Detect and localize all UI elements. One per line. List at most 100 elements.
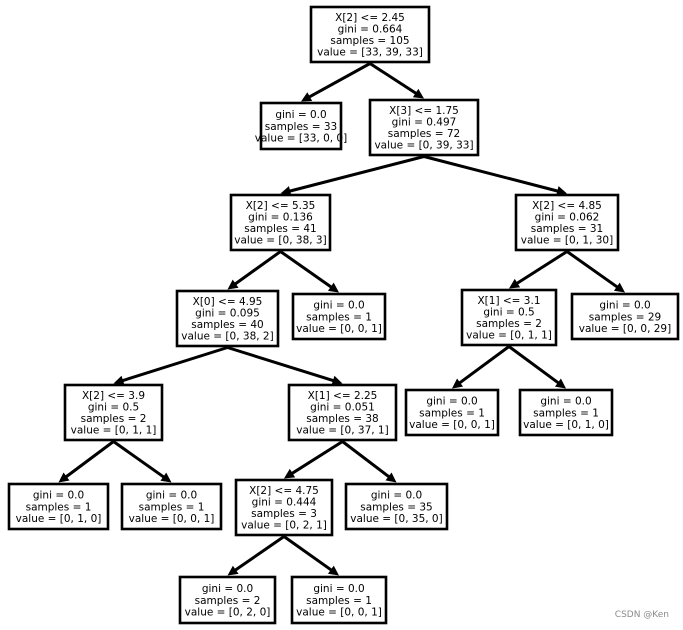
tree-edge — [458, 345, 510, 385]
node-text-line: X[2] <= 2.45 — [335, 12, 405, 24]
node-box — [120, 482, 223, 531]
node-box — [368, 98, 480, 157]
node-text-line: value = [0, 0, 1] — [296, 606, 382, 618]
arrowhead-icon — [301, 92, 313, 102]
node-text-line: samples = 1 — [26, 501, 92, 513]
node-text-line: X[2] <= 5.35 — [246, 200, 316, 212]
node-text-line: gini = 0.444 — [252, 497, 317, 509]
node-text-line: value = [0, 0, 29] — [579, 323, 671, 335]
edges-layer — [58, 62, 625, 576]
tree-edge — [288, 155, 425, 193]
arrowhead-icon — [556, 186, 567, 196]
node-text-line: value = [0, 1, 1] — [466, 330, 552, 342]
arrowhead-icon — [554, 378, 566, 389]
node-box — [175, 289, 280, 348]
watermark: CSDN @Ken — [614, 610, 669, 620]
arrowhead-icon — [160, 472, 172, 483]
node-text-line: X[2] <= 4.85 — [532, 200, 602, 212]
arrowhead-icon — [284, 468, 296, 479]
node-box — [518, 388, 614, 437]
tree-edge — [227, 346, 335, 383]
node-text-line: samples = 35 — [360, 501, 432, 513]
node-text-line: value = [0, 0, 1] — [409, 419, 495, 431]
node-text-line: value = [0, 0, 1] — [129, 513, 215, 525]
node-text-line: gini = 0.664 — [338, 24, 403, 36]
node-text-line: samples = 31 — [531, 223, 603, 235]
arrowhead-icon — [58, 472, 70, 483]
node-text-line: gini = 0.0 — [275, 109, 326, 121]
node-text-line: gini = 0.5 — [88, 402, 139, 414]
node-text-line: gini = 0.0 — [426, 396, 477, 408]
node-text-line: gini = 0.0 — [33, 490, 84, 502]
arrowhead-icon — [613, 282, 625, 293]
node-text-line: samples = 40 — [191, 319, 263, 331]
node-text-line: gini = 0.0 — [371, 490, 422, 502]
arrowhead-icon — [327, 565, 339, 576]
node-text-line: X[3] <= 1.75 — [389, 105, 459, 117]
tree-edge — [308, 62, 371, 99]
arrowhead-icon — [412, 88, 424, 99]
node-text-line: value = [0, 1, 0] — [523, 419, 609, 431]
node-text-line: gini = 0.5 — [483, 307, 534, 319]
arrowhead-icon — [331, 375, 343, 386]
node-text-line: gini = 0.497 — [392, 117, 457, 129]
node-text-line: value = [0, 1, 0] — [16, 513, 102, 525]
node-text-line: gini = 0.0 — [313, 583, 364, 595]
node-box — [309, 5, 431, 64]
node-text-line: samples = 1 — [533, 407, 599, 419]
node-text-line: samples = 2 — [195, 595, 261, 607]
node-text-line: samples = 38 — [306, 413, 378, 425]
arrowhead-icon — [113, 375, 125, 386]
node-box — [291, 292, 387, 341]
node-text-line: value = [0, 1, 30] — [521, 235, 613, 247]
arrowhead-icon — [509, 278, 521, 289]
tree-edge — [279, 250, 333, 289]
node-text-line: X[1] <= 3.1 — [477, 295, 540, 307]
node-text-line: value = [0, 38, 2] — [181, 331, 273, 343]
node-text-line: samples = 1 — [306, 311, 372, 323]
node-text-line: gini = 0.0 — [313, 300, 364, 312]
node-text-line: samples = 72 — [388, 128, 460, 140]
node-box — [259, 101, 343, 151]
node-box — [290, 575, 388, 625]
node-box — [178, 575, 277, 625]
arrowhead-icon — [327, 282, 339, 293]
node-box — [234, 478, 334, 537]
node-text-line: samples = 105 — [330, 35, 409, 47]
arrowhead-icon — [452, 378, 464, 389]
node-text-line: value = [0, 1, 1] — [71, 425, 157, 437]
arrowhead-icon — [227, 565, 239, 576]
tree-edge — [64, 440, 115, 479]
node-text-line: value = [0, 39, 33] — [374, 140, 473, 152]
node-text-line: samples = 1 — [419, 407, 485, 419]
node-text-line: samples = 29 — [589, 311, 661, 323]
tree-edge — [112, 440, 166, 479]
tree-edge — [233, 250, 282, 286]
node-text-line: samples = 2 — [81, 413, 147, 425]
node-text-line: X[2] <= 3.9 — [82, 390, 145, 402]
node-text-line: value = [0, 0, 1] — [296, 323, 382, 335]
node-box — [404, 388, 500, 437]
tree-edge — [515, 250, 568, 285]
node-text-line: gini = 0.0 — [599, 300, 650, 312]
node-text-line: samples = 41 — [244, 223, 316, 235]
tree-edge — [283, 535, 333, 572]
node-box — [7, 482, 110, 531]
node-text-line: gini = 0.062 — [535, 212, 600, 224]
node-text-line: samples = 33 — [265, 121, 337, 133]
